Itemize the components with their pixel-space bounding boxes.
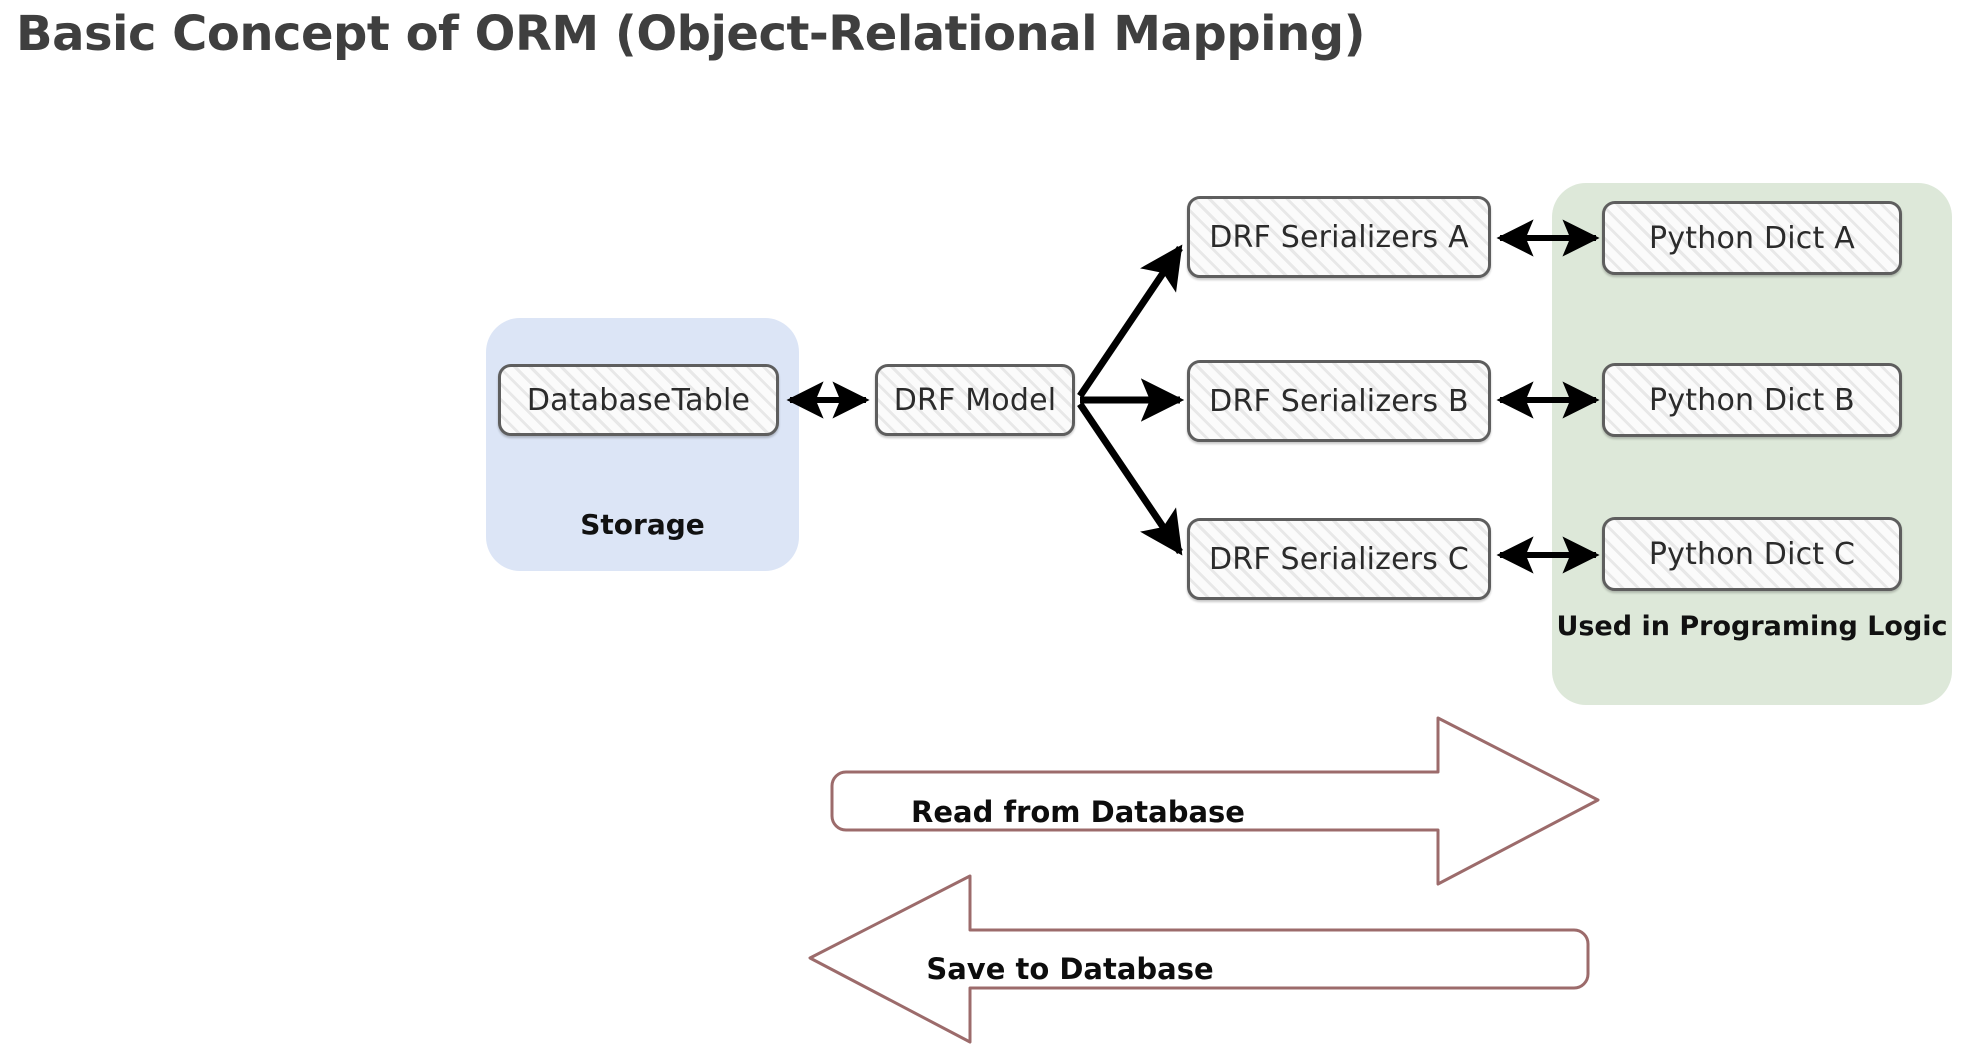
- node-drf-serializer-c[interactable]: DRF Serializers C: [1187, 518, 1491, 600]
- page-title: Basic Concept of ORM (Object-Relational …: [16, 6, 1366, 62]
- node-drf-serializer-b[interactable]: DRF Serializers B: [1187, 360, 1491, 442]
- banner-save-to-database-shape[interactable]: [808, 874, 1590, 1044]
- node-drf-serializer-a-label: DRF Serializers A: [1209, 219, 1469, 255]
- node-database-table-label: DatabaseTable: [526, 382, 751, 418]
- node-python-dict-c-label: Python Dict C: [1648, 536, 1856, 572]
- banner-save-to-database-label: Save to Database: [926, 952, 1214, 986]
- node-python-dict-a[interactable]: Python Dict A: [1602, 201, 1902, 275]
- node-python-dict-b-label: Python Dict B: [1649, 382, 1855, 418]
- node-drf-serializer-b-label: DRF Serializers B: [1209, 383, 1469, 419]
- storage-group-panel: Storage: [486, 318, 799, 571]
- programming-logic-group-label: Used in Programing Logic: [1556, 611, 1948, 642]
- node-database-table[interactable]: DatabaseTable: [498, 364, 779, 436]
- node-python-dict-b[interactable]: Python Dict B: [1602, 363, 1902, 437]
- banner-read-from-database-label: Read from Database: [911, 795, 1245, 829]
- storage-group-label: Storage: [580, 508, 705, 541]
- banner-read-from-database-shape[interactable]: [830, 716, 1600, 886]
- node-drf-model[interactable]: DRF Model: [875, 364, 1075, 436]
- node-python-dict-c[interactable]: Python Dict C: [1602, 517, 1902, 591]
- node-drf-serializer-c-label: DRF Serializers C: [1208, 541, 1469, 577]
- node-drf-model-label: DRF Model: [893, 382, 1057, 418]
- node-drf-serializer-a[interactable]: DRF Serializers A: [1187, 196, 1491, 278]
- node-python-dict-a-label: Python Dict A: [1649, 220, 1855, 256]
